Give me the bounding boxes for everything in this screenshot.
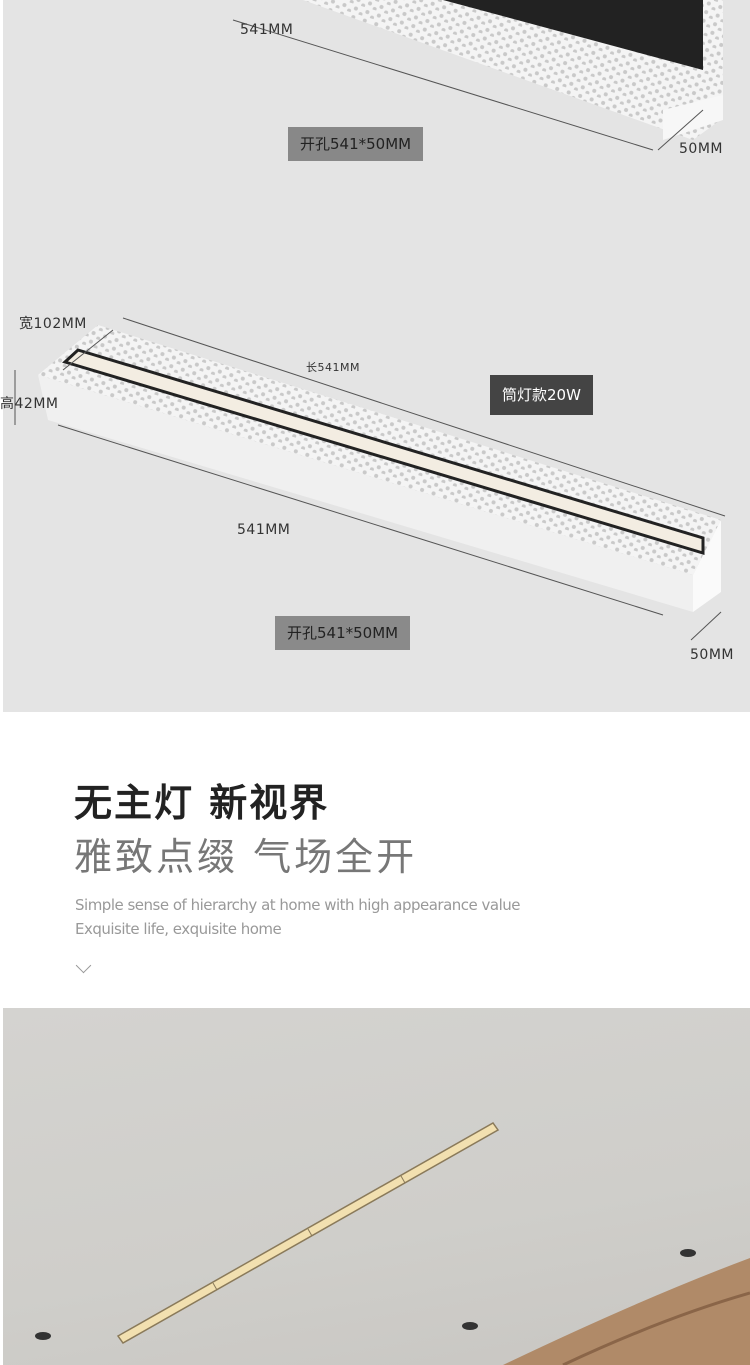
ceiling-scene: [35, 1122, 750, 1365]
fixture-drawings: [14, 0, 726, 641]
downlight-icon: [462, 1322, 478, 1330]
headline-subtitle: 雅致点缀 气场全开: [74, 835, 418, 879]
long-label: 长541MM: [306, 361, 360, 374]
ceiling-scene-photo: [3, 1008, 750, 1365]
spotlight-fixture-top: [232, 0, 723, 151]
headline-title: 无主灯 新视界: [74, 781, 330, 825]
dimension-panel: 541MM 开孔541*50MM 50MM 宽102MM 高42MM 长541M…: [0, 0, 750, 712]
width-label: 宽102MM: [19, 316, 87, 332]
cutout-label: 开孔541*50MM: [288, 127, 424, 161]
length-label: 541MM: [240, 22, 294, 38]
depth-label: 50MM: [690, 647, 734, 663]
english-tagline-1: Simple sense of hierarchy at home with h…: [75, 896, 521, 914]
height-label: 高42MM: [0, 396, 59, 412]
cutout-label: 开孔541*50MM: [275, 616, 411, 650]
length-label: 541MM: [237, 522, 291, 538]
english-tagline-2: Exquisite life, exquisite home: [75, 920, 282, 938]
linear-fixture-bottom: [14, 317, 726, 641]
downlight-icon: [35, 1332, 51, 1340]
depth-label: 50MM: [679, 141, 723, 157]
chevron-down-icon: [75, 957, 92, 974]
downlight-icon: [680, 1249, 696, 1257]
model-badge: 筒灯款20W: [490, 375, 593, 415]
